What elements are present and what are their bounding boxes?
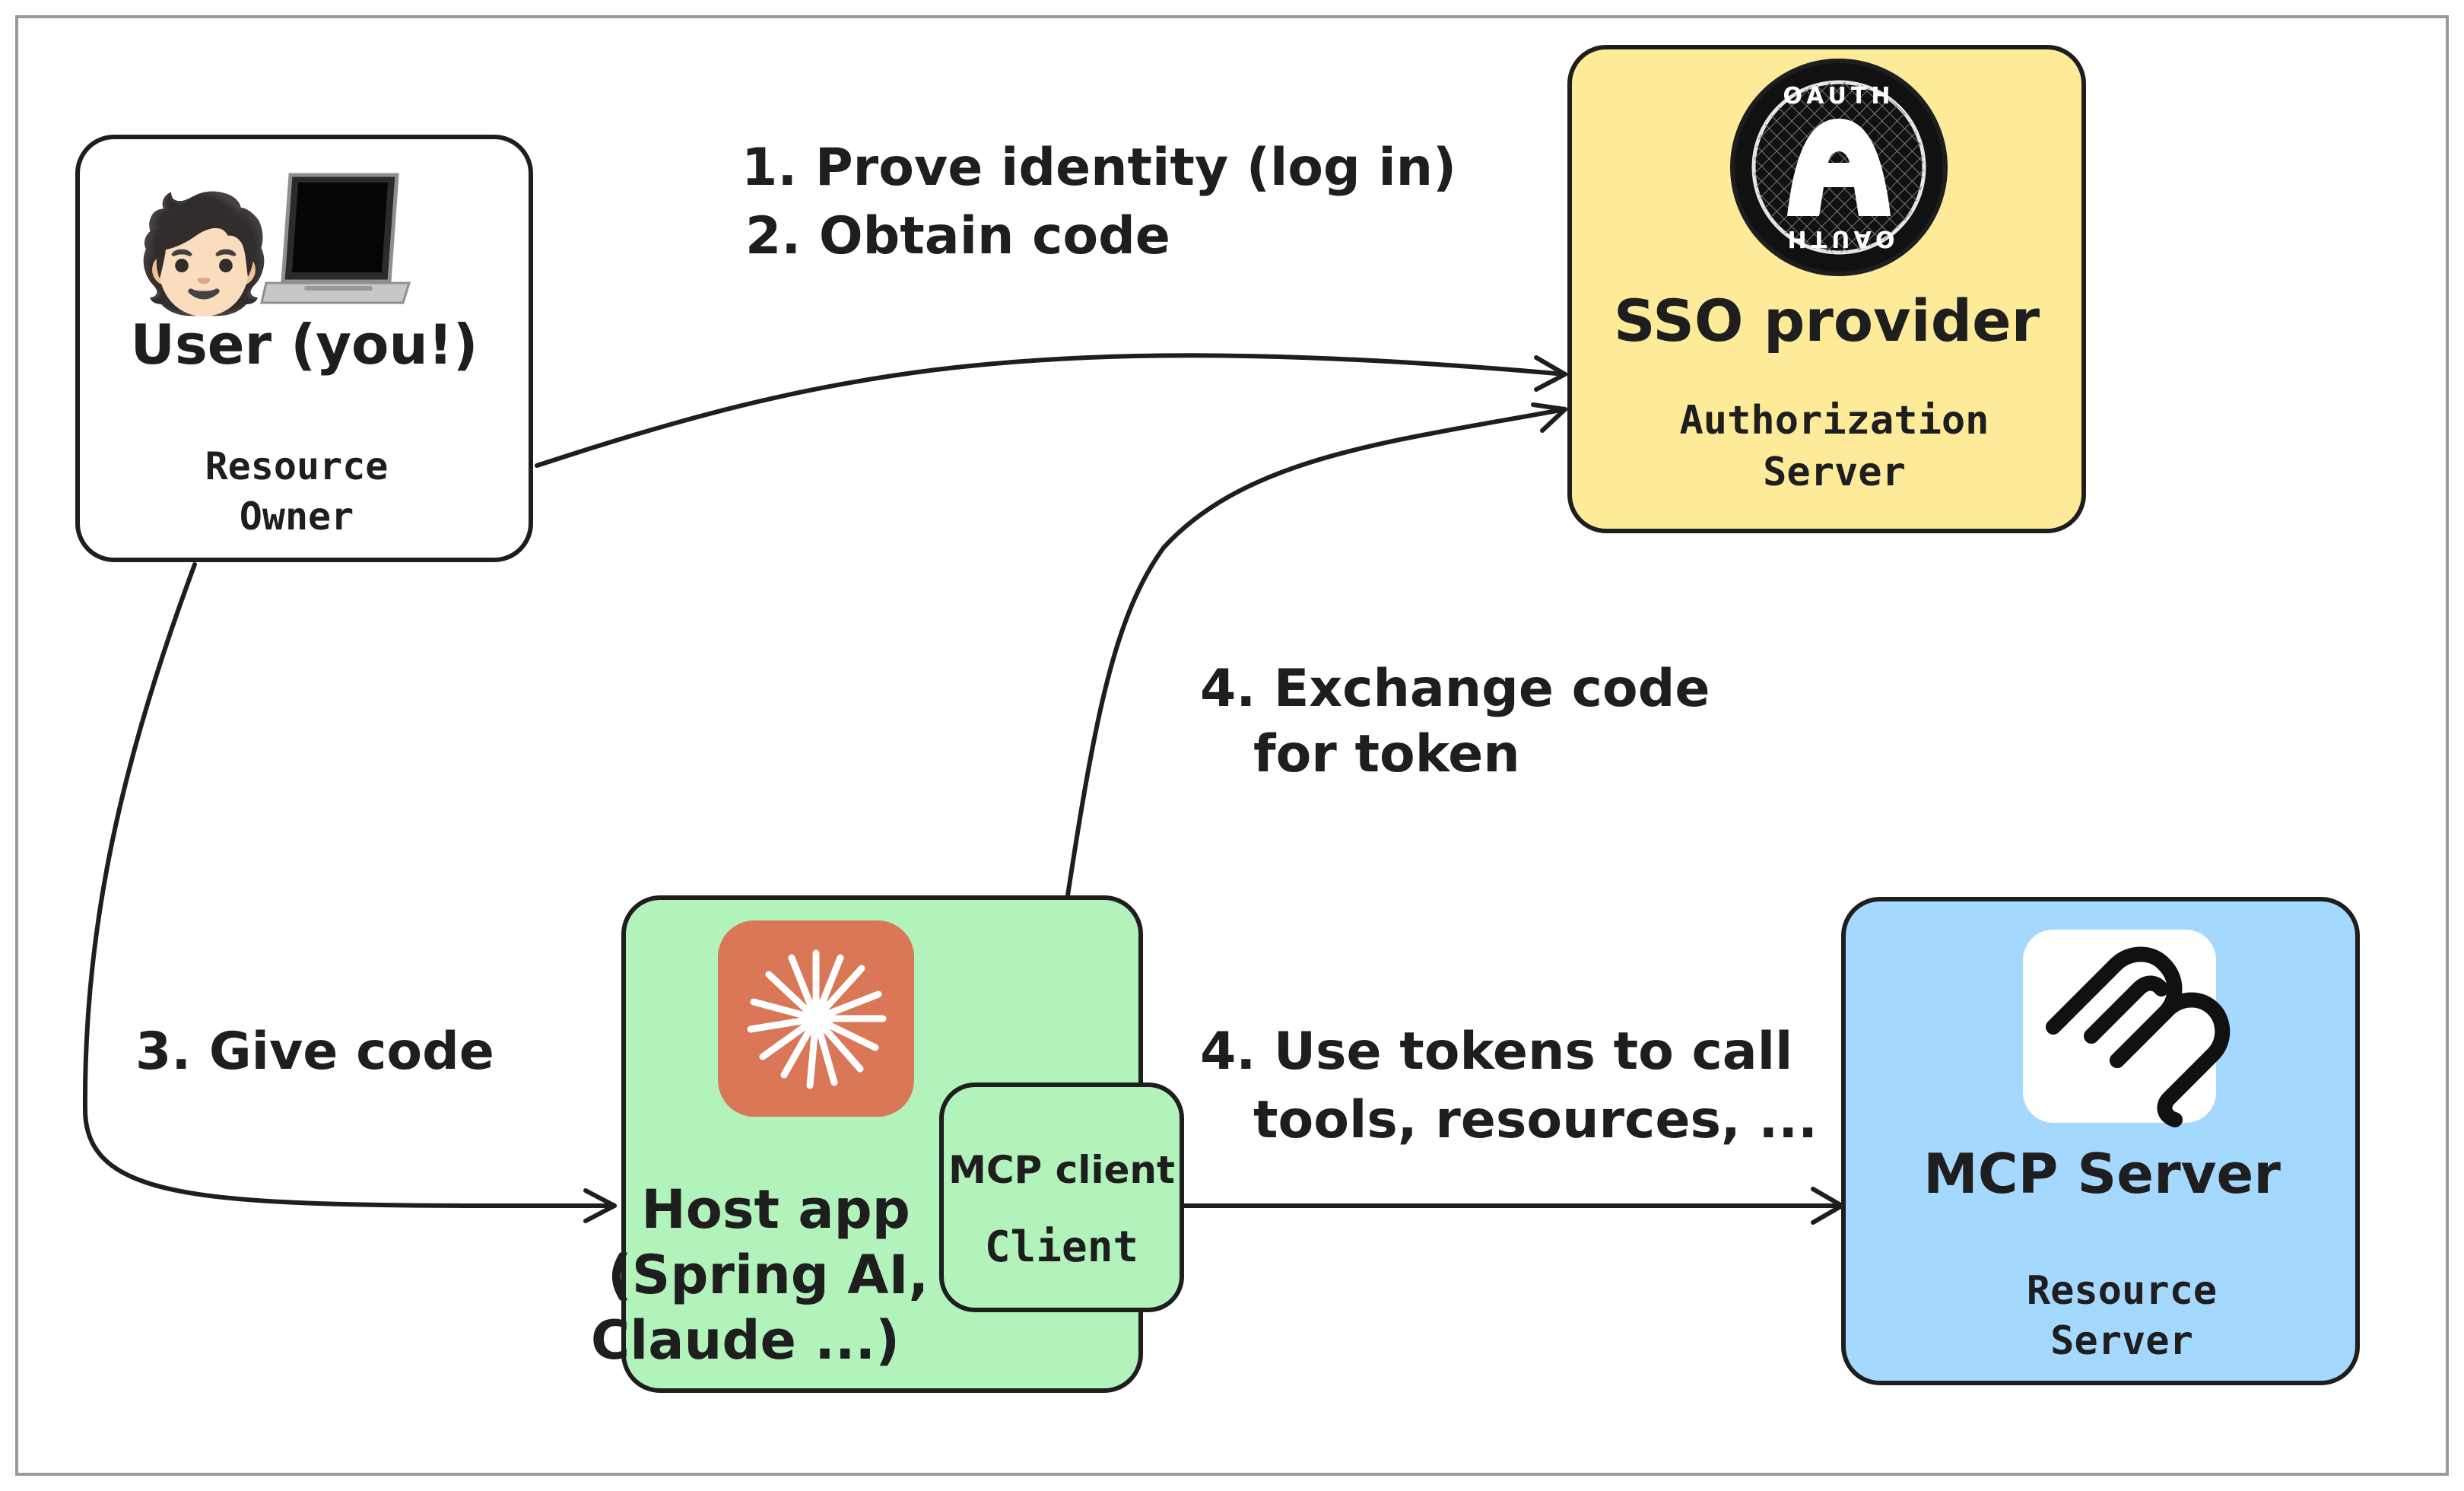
person-icon: 🧑🏻 — [133, 186, 275, 320]
mcp-client-node: MCP client Client — [939, 1082, 1184, 1312]
mcp-server-role-line2: Server — [2050, 1318, 2193, 1364]
user-title: User (you!) — [130, 313, 478, 377]
step4-call-label-line1: 4. Use tokens to call — [1200, 1022, 1792, 1082]
user-role-line1: Resource — [205, 444, 389, 488]
laptop-icon — [260, 173, 411, 304]
step3-label: 3. Give code — [135, 1022, 494, 1082]
step4-call-label-line2: tools, resources, ... — [1253, 1090, 1818, 1150]
oauth-logo-text-bottom: OAUTH — [1783, 225, 1895, 252]
host-title-line2: (Spring AI, — [608, 1244, 929, 1306]
step2-label: 2. Obtain code — [745, 206, 1170, 266]
edge-user-to-sso — [535, 353, 1567, 468]
sso-role-line1: Authorization — [1680, 398, 1989, 443]
oauth-logo-icon: OAUTH OAUTH — [1730, 59, 1948, 276]
edge-client-to-sso — [1044, 402, 1567, 1037]
step4-exchange-label-line1: 4. Exchange code — [1200, 659, 1710, 719]
sso-title: SSO provider — [1614, 287, 2040, 354]
oauth-logo-text-top: OAUTH — [1783, 83, 1895, 110]
mcp-client-role: Client — [985, 1222, 1138, 1272]
claude-starburst-icon — [718, 920, 914, 1117]
host-title-line1: Host app — [641, 1178, 910, 1241]
mcp-logo-icon — [2023, 930, 2231, 1127]
edge-user-to-host — [82, 562, 617, 1223]
step4-exchange-label-line2: for token — [1253, 724, 1520, 784]
sso-role-line2: Server — [1763, 450, 1906, 495]
mcp-server-title: MCP Server — [1923, 1142, 2281, 1206]
mcp-server-role-line1: Resource — [2027, 1268, 2217, 1314]
sso-provider-node: OAUTH OAUTH SSO provider Authorization S… — [1567, 45, 2086, 533]
host-title-line3: Claude ...) — [591, 1309, 900, 1372]
mcp-server-node: MCP Server Resource Server — [1841, 897, 2360, 1385]
mcp-client-title: MCP client — [948, 1148, 1175, 1192]
user-role-line2: Owner — [240, 494, 354, 539]
user-node: 🧑🏻 User (you!) Resource Owner — [75, 135, 533, 562]
step1-label: 1. Prove identity (log in) — [741, 138, 1456, 198]
